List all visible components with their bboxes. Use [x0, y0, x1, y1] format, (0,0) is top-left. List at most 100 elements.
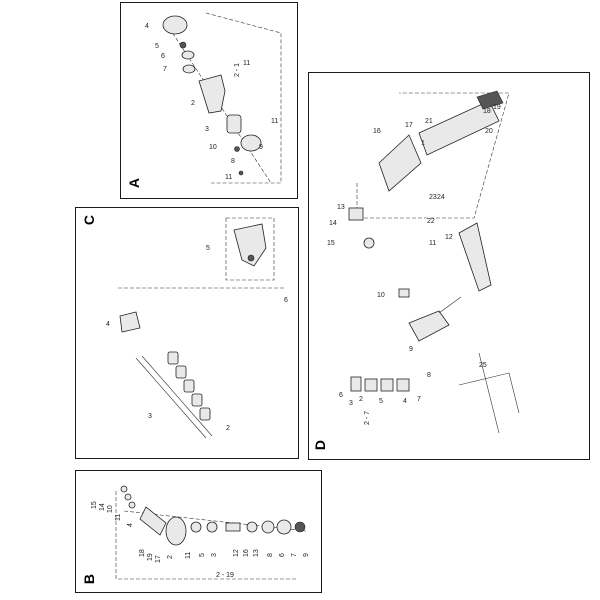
callout: 20	[485, 128, 493, 135]
callout: 4	[127, 523, 134, 527]
part-blade-guard	[378, 134, 422, 192]
callout: 23	[429, 194, 437, 201]
callout: 4	[106, 321, 110, 328]
callout: 17	[155, 555, 162, 563]
callout: 4	[145, 23, 149, 30]
part-case-screw	[247, 254, 255, 262]
callout: 7	[291, 553, 298, 557]
panel-d: D 18 19 21 16 17 20 1 13 23 24 22 12 11 …	[308, 72, 590, 460]
callout: 8	[427, 372, 431, 379]
panel-b: B 15 14 10 11 4 18 19 17 2 11 5 3 12 16 …	[75, 470, 322, 593]
callout: 7	[417, 396, 421, 403]
part-switch	[398, 288, 410, 298]
part-tube-joint	[139, 506, 167, 536]
callout: 9	[259, 144, 263, 151]
part-guard	[240, 134, 262, 152]
callout: 1	[421, 140, 425, 147]
callout: 9	[409, 346, 413, 353]
callout: 2 - 1	[234, 63, 241, 77]
callout: 2	[226, 425, 230, 432]
callout: 11	[243, 60, 250, 67]
part-clamp	[119, 311, 141, 333]
callout: 12	[233, 549, 240, 557]
part-drive-shaft	[135, 357, 207, 439]
callout: 16	[373, 128, 381, 135]
part-clutch-housing	[165, 516, 187, 546]
callout: 6	[161, 53, 165, 60]
callout: 3	[211, 553, 218, 557]
callout: 2	[167, 555, 174, 559]
part-gear	[276, 519, 292, 535]
part-bearing	[190, 521, 202, 533]
callout: 10	[209, 144, 217, 151]
callout: 19	[493, 104, 501, 111]
callout: 3	[205, 126, 209, 133]
part-link	[380, 378, 394, 392]
part-gear-case	[233, 223, 267, 267]
part-bushing	[167, 351, 179, 365]
callout: 15	[327, 240, 335, 247]
panel-c-group-box	[225, 217, 275, 281]
callout: 6	[279, 553, 286, 557]
callout: 3	[349, 400, 353, 407]
panel-a-axis	[165, 22, 272, 184]
part-knob	[363, 237, 375, 249]
panel-c-drawing: 5 6 4 3 2	[106, 217, 288, 439]
part-harness-strap	[478, 352, 500, 434]
part-bracket	[348, 207, 364, 221]
part-bushing	[199, 407, 211, 421]
callout: 6	[339, 392, 343, 399]
callout: 6	[284, 297, 288, 304]
callout: 18	[139, 549, 146, 557]
callout: 21	[425, 118, 433, 125]
part-drive-shaft-edge	[141, 355, 213, 437]
part-link	[364, 378, 378, 392]
part-shaft	[225, 522, 241, 532]
part-link	[396, 378, 410, 392]
callout: 11	[271, 118, 278, 125]
callout: 22	[427, 218, 435, 225]
callout: 10	[107, 505, 114, 513]
callout: 5	[199, 553, 206, 557]
part-throttle-handle	[408, 310, 450, 342]
panel-d-drawing: 18 19 21 16 17 20 1 13 23 24 22 12 11 14…	[327, 90, 520, 434]
callout: 4	[403, 398, 407, 405]
part-handle-bar	[458, 222, 492, 292]
part-bushing	[183, 379, 195, 393]
callout: 14	[329, 220, 337, 227]
part-throttle-cable	[438, 296, 462, 314]
callout: 25	[479, 362, 487, 369]
callout: 8	[231, 158, 235, 165]
panel-c: C 5 6 4 3 2	[75, 207, 299, 459]
part-bearing	[206, 521, 218, 533]
panel-b-group-bracket	[115, 491, 296, 580]
callout: 12	[445, 234, 453, 241]
callout: 10	[377, 292, 385, 299]
part-ring	[128, 501, 136, 509]
part-washer	[179, 41, 187, 49]
callout: 17	[405, 122, 413, 129]
panel-a-group-bracket	[205, 12, 282, 184]
part-gear	[226, 114, 242, 134]
callout: 13	[337, 204, 345, 211]
callout: 19	[147, 553, 154, 561]
part-gear	[261, 520, 275, 534]
part-nut	[294, 521, 306, 533]
callout: 8	[267, 553, 274, 557]
callout: 13	[253, 549, 260, 557]
part-harness	[458, 372, 520, 414]
callout: 11	[185, 552, 192, 559]
part-bushing	[191, 393, 203, 407]
callout: 7	[163, 66, 167, 73]
part-blade-tip	[476, 90, 504, 110]
callout: 2	[191, 100, 195, 107]
callout: 11	[429, 240, 436, 247]
part-cutter-bar	[418, 100, 500, 156]
panel-b-drawing: 15 14 10 11 4 18 19 17 2 11 5 3 12 16 13…	[91, 485, 310, 580]
panel-d-group-bracket	[356, 92, 510, 219]
panel-a-drawing: 4 5 6 7 11 2 3 10 9 8 11 11 2 - 1	[145, 12, 282, 184]
callout: 5	[155, 43, 159, 50]
callout: 16	[243, 549, 250, 557]
callout: 2 - 7	[364, 411, 371, 425]
panel-a: A 4 5 6 7 11 2 3 10 9 8 11 11 2 - 1	[120, 2, 298, 199]
